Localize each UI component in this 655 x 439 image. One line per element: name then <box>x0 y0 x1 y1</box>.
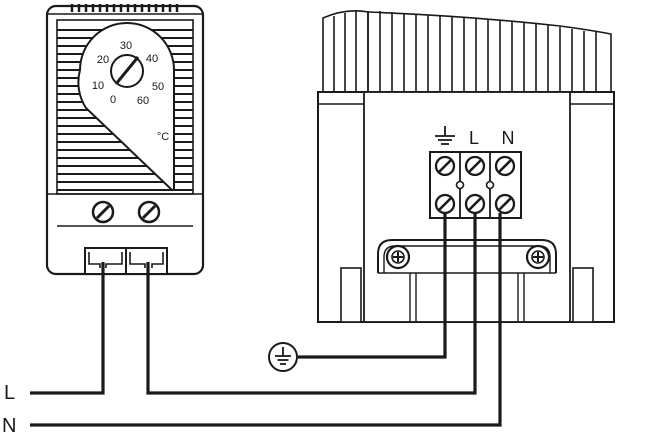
terminal-screw-icon <box>464 193 486 215</box>
terminal-screw-icon <box>494 193 516 215</box>
dial-panel <box>77 22 175 191</box>
protective-earth-icon <box>268 342 298 372</box>
heater-terminal-label-l: L <box>469 128 479 148</box>
dial-scale-label: 60 <box>137 95 149 107</box>
terminal-screw-icon <box>434 155 456 177</box>
thermostat-terminal-block <box>84 247 168 275</box>
dial-scale-label: 30 <box>120 40 132 52</box>
heater-terminal-label-n: N <box>502 128 515 148</box>
mounting-screw-left-icon <box>385 244 411 270</box>
thermostat-device: 0 10 20 30 40 50 60 °C <box>45 4 205 276</box>
wiring <box>30 213 502 427</box>
wire-label-line: L <box>4 382 15 404</box>
dial-scale-label: 20 <box>97 54 109 66</box>
dial-pointer <box>114 56 140 85</box>
mounting-screw-right-icon <box>525 244 551 270</box>
wire-neutral <box>30 213 502 427</box>
terminal-screw-icon <box>434 193 456 215</box>
heater-earth-terminal-label-icon <box>435 126 455 145</box>
thermostat-screw-right-icon <box>137 200 161 224</box>
heater-device: L N <box>317 10 615 323</box>
dial-scale-label: 0 <box>110 94 116 106</box>
mounting-bracket <box>377 239 557 322</box>
terminal-screw-icon <box>494 155 516 177</box>
dial-scale-label: 40 <box>146 53 158 65</box>
dial-scale-label: 10 <box>92 80 104 92</box>
wire-earth <box>298 213 447 359</box>
wire-label-neutral: N <box>2 415 16 437</box>
top-vent-teeth <box>70 4 179 12</box>
wire-line-supply <box>30 262 105 395</box>
wire-thermostat-to-heater-l <box>146 213 477 395</box>
temperature-unit: °C <box>157 131 169 143</box>
terminal-screw-icon <box>464 155 486 177</box>
thermostat-screw-left-icon <box>91 200 115 224</box>
dial-scale: 0 10 20 30 40 50 60 <box>92 40 164 107</box>
heater-fins <box>322 10 612 92</box>
dial-scale-label: 50 <box>152 81 164 93</box>
